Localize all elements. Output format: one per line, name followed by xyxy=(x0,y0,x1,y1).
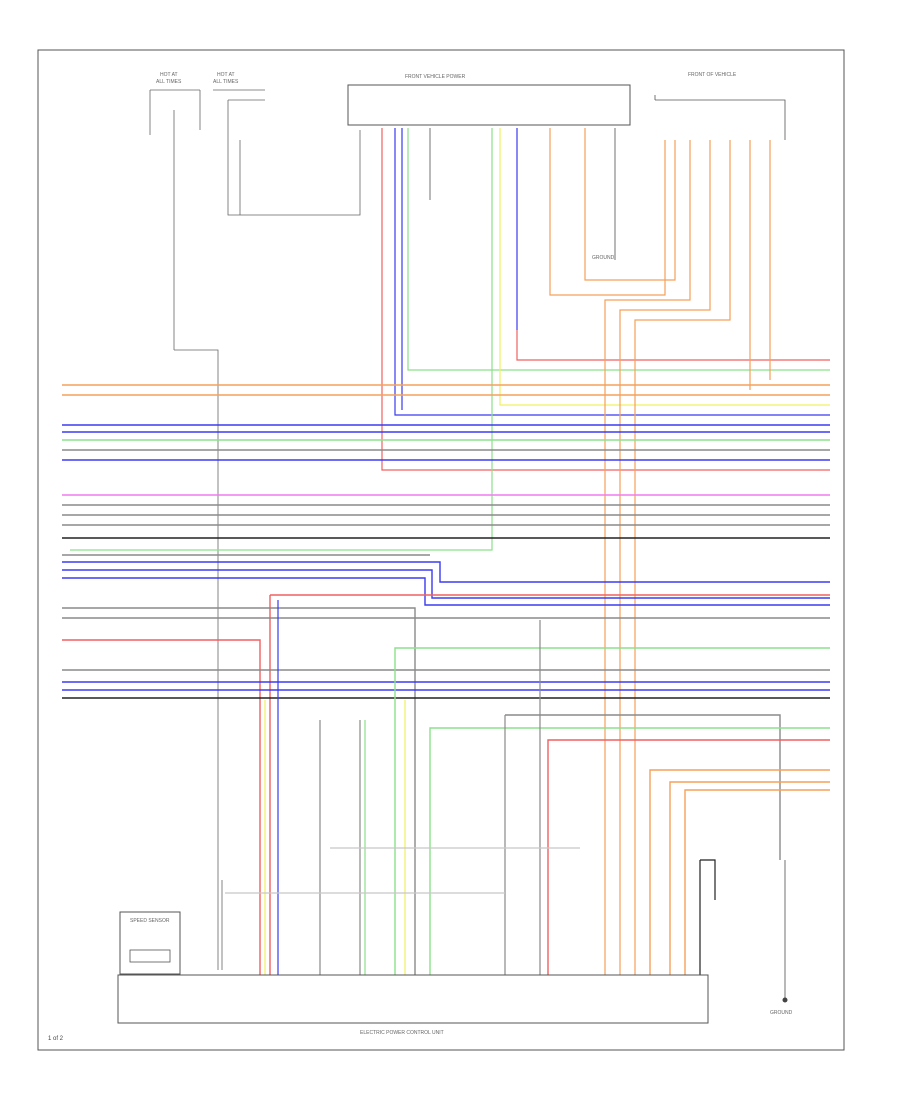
fuse-right-label-a: HOT AT xyxy=(217,72,235,78)
fuse-left-label-b: ALL TIMES xyxy=(156,79,182,85)
outer-frame xyxy=(37,49,845,1051)
top-left-fuse-group xyxy=(149,89,361,970)
speed-sensor-box xyxy=(119,911,181,975)
top-right-module xyxy=(654,95,786,140)
fuse-left-label-a: HOT AT xyxy=(160,72,178,78)
lower-vertical-wires xyxy=(225,600,786,1000)
bottom-ecm-box xyxy=(117,974,709,1024)
top-center-connector-label: FRONT VEHICLE POWER xyxy=(405,74,466,80)
fuse-right-label-b: ALL TIMES xyxy=(213,79,239,85)
footer-label: 1 of 2 xyxy=(48,1036,64,1042)
top-center-connector-box xyxy=(347,84,631,126)
speed-sensor-inner xyxy=(129,949,171,963)
ground-symbol xyxy=(782,997,788,1003)
right-ground-label: GROUND xyxy=(770,1010,793,1016)
left-module-label: SPEED SENSOR xyxy=(130,918,170,924)
horizontal-bus xyxy=(62,384,830,975)
top-right-module-label: FRONT OF VEHICLE xyxy=(688,72,737,78)
ecm-name-label: ELECTRIC POWER CONTROL UNIT xyxy=(360,1030,444,1036)
ground-label-top: GROUND xyxy=(592,255,615,261)
